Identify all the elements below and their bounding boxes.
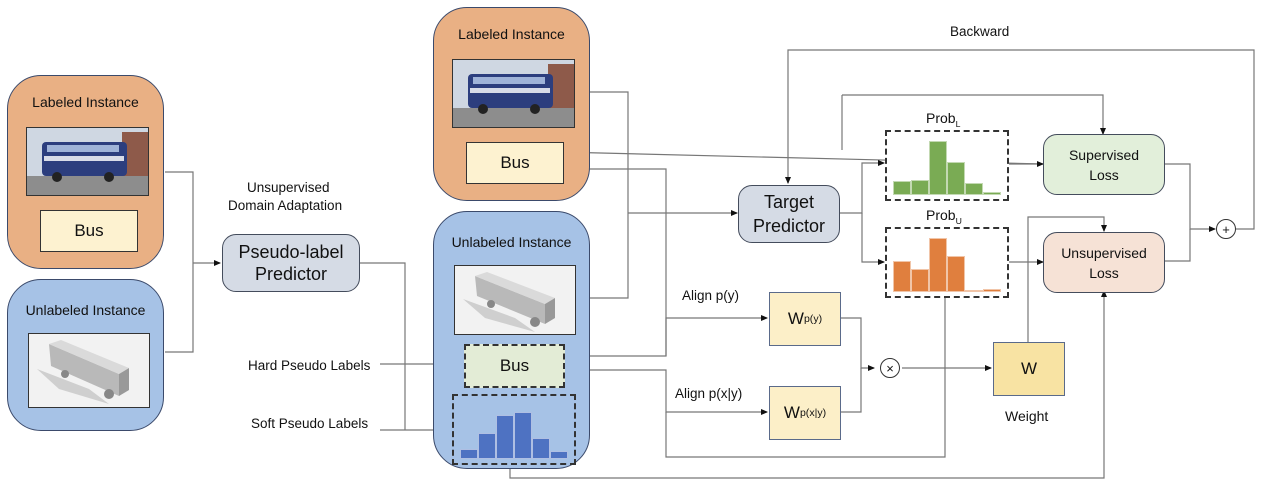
soft-pseudo-histogram-bar [477, 432, 496, 459]
soft-pseudo-histogram [452, 394, 576, 465]
uda-caption-line1: Unsupervised [247, 180, 330, 195]
wire-labeled-bus-lower [560, 168, 667, 356]
soft-pseudo-histogram-bar [531, 438, 550, 459]
add-operator: + [1216, 219, 1236, 239]
prob-u-histogram-bar [893, 261, 911, 292]
wire-target-out-u [861, 213, 885, 265]
weight-pxy-main: W [783, 403, 800, 422]
weight-caption: Weight [1005, 408, 1049, 424]
wire-w-up [1027, 216, 1107, 342]
weight-py-main: W [787, 309, 804, 328]
pseudo-label-predictor: Pseudo-label Predictor [222, 234, 360, 292]
wire-pxy-bottom [665, 297, 946, 458]
middle-labeled-bus-label: Bus [466, 142, 564, 184]
supervised-loss-line2: Loss [1089, 166, 1119, 183]
unsupervised-loss: Unsupervised Loss [1043, 232, 1165, 293]
weight-w-main: W [1020, 359, 1038, 378]
weight-w-box: W [993, 342, 1065, 396]
wire-soft-bottom [509, 290, 1107, 479]
target-predictor-line1: Target [763, 192, 815, 212]
bus-photo-icon [453, 60, 574, 127]
wire-pseudo-out [358, 262, 406, 430]
left-unlabeled-title: Unlabeled Instance [25, 302, 146, 318]
wire-left-labeled [165, 171, 194, 263]
prob-u-main: Prob [926, 207, 956, 223]
prob-u-histogram-bar [910, 269, 929, 292]
left-labeled-bus-image [26, 127, 149, 196]
hard-pseudo-labels-caption: Hard Pseudo Labels [248, 358, 371, 373]
middle-labeled-bus-image [452, 59, 575, 128]
prob-l-histogram-bar [910, 180, 929, 195]
wire-unsup-out [1163, 229, 1191, 262]
prob-u-histogram-bar [983, 288, 1001, 292]
middle-labeled-instance-group: Labeled Instance Bus [433, 7, 590, 201]
wire-hard-bus-py [560, 315, 768, 357]
supervised-loss: Supervised Loss [1043, 134, 1165, 195]
prob-u-bars [893, 233, 1001, 292]
soft-pseudo-histogram-bar [495, 414, 514, 459]
soft-pseudo-histogram-bar [460, 449, 478, 459]
middle-unlabeled-title: Unlabeled Instance [451, 234, 572, 250]
left-labeled-instance-group: Labeled Instance Bus [7, 75, 164, 269]
supervised-loss-line1: Supervised [1068, 146, 1140, 163]
soft-pseudo-histogram-bar [550, 450, 568, 459]
soft-pseudo-histogram-bar [514, 411, 532, 459]
prob-u-histogram-bar [964, 290, 983, 292]
wire-hard-bus-pxy [560, 369, 768, 415]
prob-l-histogram-bar [983, 191, 1001, 195]
wire-wpy-out [840, 317, 875, 371]
left-unlabeled-instance-group: Unlabeled Instance [7, 279, 164, 431]
weight-pxy-sub: p(x|y) [799, 407, 827, 419]
wire-labeled-image [572, 91, 629, 213]
uda-caption-line2: Domain Adaptation [228, 198, 343, 213]
middle-unlabeled-render-image [454, 265, 576, 335]
wire-backward [785, 49, 1255, 230]
align-pxy-label: Align p(x|y) [675, 386, 743, 401]
prob-l-histogram [885, 130, 1009, 201]
prob-l-histogram-bar [928, 141, 947, 195]
wire-sup-out [1163, 163, 1216, 232]
prob-u-histogram [885, 227, 1009, 298]
pseudo-predictor-line1: Pseudo-label [238, 242, 344, 262]
prob-u-sub: U [955, 215, 962, 226]
backward-label: Backward [950, 24, 1010, 39]
wire-left-unlabeled [165, 263, 194, 353]
soft-histogram-bars [460, 400, 568, 459]
wire-wpxy-out [840, 368, 862, 413]
left-labeled-title: Labeled Instance [32, 94, 139, 110]
prob-l-histogram-bar [964, 183, 983, 195]
middle-unlabeled-instance-group: Unlabeled Instance Bus [433, 211, 590, 469]
prob-u-title: ProbU [926, 207, 962, 226]
middle-labeled-title: Labeled Instance [458, 26, 565, 42]
left-unlabeled-render-image [28, 333, 150, 408]
multiply-operator: × [880, 358, 900, 378]
left-labeled-bus-label: Bus [40, 210, 138, 252]
target-predictor: Target Predictor [738, 185, 840, 243]
bus-render-icon [463, 272, 555, 332]
bus-photo-icon [27, 128, 148, 195]
soft-pseudo-labels-caption: Soft Pseudo Labels [251, 416, 369, 431]
wire-sup-top [842, 94, 1106, 135]
unsupervised-loss-line1: Unsupervised [1061, 244, 1147, 261]
weight-py-sub: p(y) [803, 313, 823, 325]
prob-l-main: Prob [926, 110, 956, 126]
wire-unlabeled-image [572, 213, 629, 299]
hard-pseudo-bus-label: Bus [464, 344, 565, 388]
prob-l-sub: L [955, 118, 961, 129]
prob-l-bars [893, 136, 1001, 195]
prob-l-histogram-bar [893, 181, 911, 195]
prob-l-histogram-bar [947, 162, 965, 195]
bus-render-icon [37, 340, 129, 404]
target-predictor-line2: Predictor [752, 216, 826, 236]
pseudo-predictor-line2: Predictor [254, 264, 328, 284]
wire-target-out [838, 160, 885, 214]
unsupervised-loss-line2: Loss [1089, 264, 1119, 281]
align-py-label: Align p(y) [682, 288, 740, 303]
prob-u-histogram-bar [928, 237, 947, 292]
prob-l-title: ProbL [926, 110, 960, 129]
prob-u-histogram-bar [947, 256, 965, 292]
